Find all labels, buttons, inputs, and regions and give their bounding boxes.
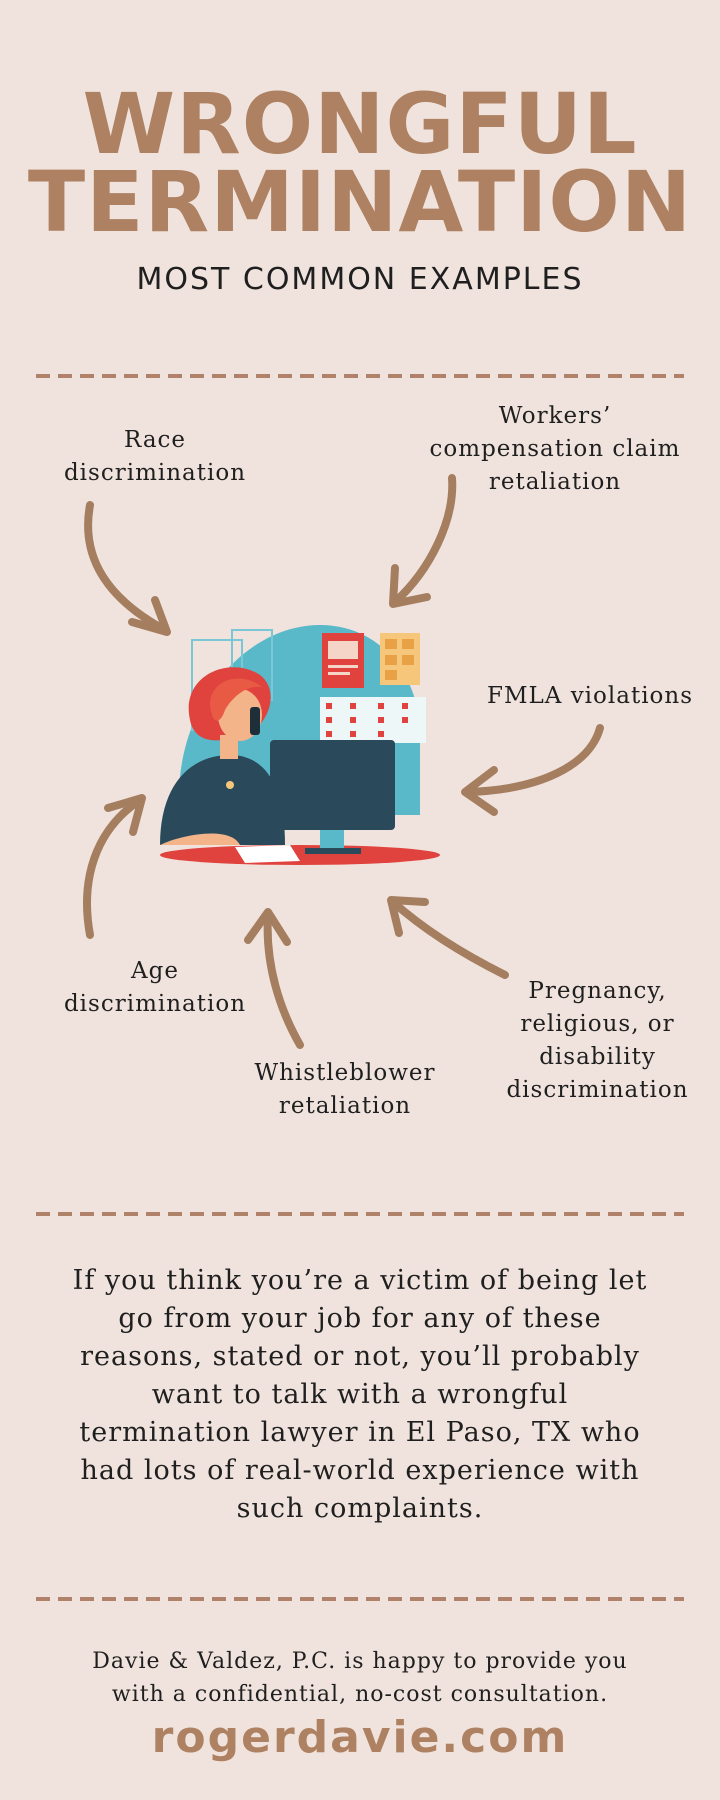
arrow-fmla <box>461 724 604 816</box>
check-box <box>326 703 332 709</box>
body-line: go from your job for any of these <box>118 1303 602 1334</box>
desk-surface <box>160 845 440 865</box>
arrow-age <box>83 794 146 939</box>
label-line: compensation claim <box>429 436 681 462</box>
body-line: want to talk with a wrongful <box>151 1379 569 1410</box>
check-box <box>350 703 356 709</box>
footer-line: with a confidential, no-cost consultatio… <box>111 1682 609 1707</box>
label-line: Pregnancy, <box>528 978 667 1004</box>
check-box <box>326 731 332 737</box>
arrow-race <box>84 501 171 636</box>
label-whistleblower-retaliation: Whistleblower retaliation <box>210 1057 480 1123</box>
check-box <box>378 703 384 709</box>
necklace-pendant <box>226 781 234 789</box>
label-fmla-violations: FMLA violations <box>460 680 720 713</box>
neck <box>220 735 238 759</box>
label-pregnancy-religious-disability: Pregnancy, religious, or disability disc… <box>475 975 720 1107</box>
label-line: Age <box>131 958 179 984</box>
divider-bottom <box>36 1597 684 1601</box>
poster-line <box>328 665 358 668</box>
label-line: Whistleblower <box>254 1060 436 1086</box>
footer-line: Davie & Valdez, P.C. is happy to provide… <box>92 1649 628 1674</box>
arrow-workers-comp <box>389 474 457 608</box>
monitor <box>270 740 395 830</box>
label-workers-comp-retaliation: Workers’ compensation claim retaliation <box>405 400 705 499</box>
divider-top <box>36 374 684 378</box>
body-line: reasons, stated or not, you’ll probably <box>80 1341 640 1372</box>
sticky-note <box>385 670 397 680</box>
monitor-base <box>305 848 361 854</box>
label-age-discrimination: Age discrimination <box>50 955 260 1021</box>
hair-front <box>210 678 262 721</box>
footer-text: Davie & Valdez, P.C. is happy to provide… <box>20 1645 700 1711</box>
sticky-note <box>402 655 414 665</box>
arrow-whistleblower <box>244 908 304 1049</box>
monitor-stand <box>320 830 344 850</box>
label-line: discrimination <box>63 460 247 486</box>
sticky-note <box>385 655 397 665</box>
label-line: retaliation <box>488 469 622 495</box>
label-line: discrimination <box>506 1077 689 1103</box>
label-line: FMLA violations <box>486 683 694 709</box>
arm <box>160 833 240 845</box>
phone-icon <box>250 707 260 735</box>
label-line: retaliation <box>278 1093 412 1119</box>
check-box <box>350 731 356 737</box>
sticky-note <box>402 639 414 649</box>
check-box <box>402 703 408 709</box>
sticky-note <box>385 639 397 649</box>
divider-middle <box>36 1212 684 1216</box>
check-box <box>326 717 332 723</box>
body-line: If you think you’re a victim of being le… <box>72 1265 648 1296</box>
poster-image <box>328 641 358 659</box>
website-link[interactable]: rogerdavie.com <box>151 1712 569 1763</box>
label-line: disability <box>539 1044 656 1070</box>
body-line: such complaints. <box>236 1493 484 1524</box>
shirt <box>160 755 285 845</box>
label-line: Workers’ <box>498 403 612 429</box>
paper-sheet <box>235 845 300 863</box>
label-race-discrimination: Race discrimination <box>50 424 260 490</box>
arrows-layer <box>83 474 604 1049</box>
poster-line <box>328 672 350 675</box>
subtitle: MOST COMMON EXAMPLES <box>136 262 584 297</box>
title-line-1: WRONGFUL <box>82 75 638 173</box>
woman-at-desk-illustration <box>160 625 440 865</box>
arrow-pregnancy <box>387 896 509 979</box>
check-box <box>350 717 356 723</box>
label-line: religious, or <box>520 1011 675 1037</box>
body-line: had lots of real-world experience with <box>80 1455 640 1486</box>
check-box <box>378 731 384 737</box>
label-line: Race <box>123 427 187 453</box>
checklist-board <box>320 697 426 743</box>
body-paragraph: If you think you’re a victim of being le… <box>30 1262 690 1528</box>
title-line-2: TERMINATION <box>27 153 693 251</box>
body-line: termination lawyer in El Paso, TX who <box>79 1417 641 1448</box>
label-line: discrimination <box>63 991 247 1017</box>
check-box <box>402 717 408 723</box>
check-box <box>378 717 384 723</box>
